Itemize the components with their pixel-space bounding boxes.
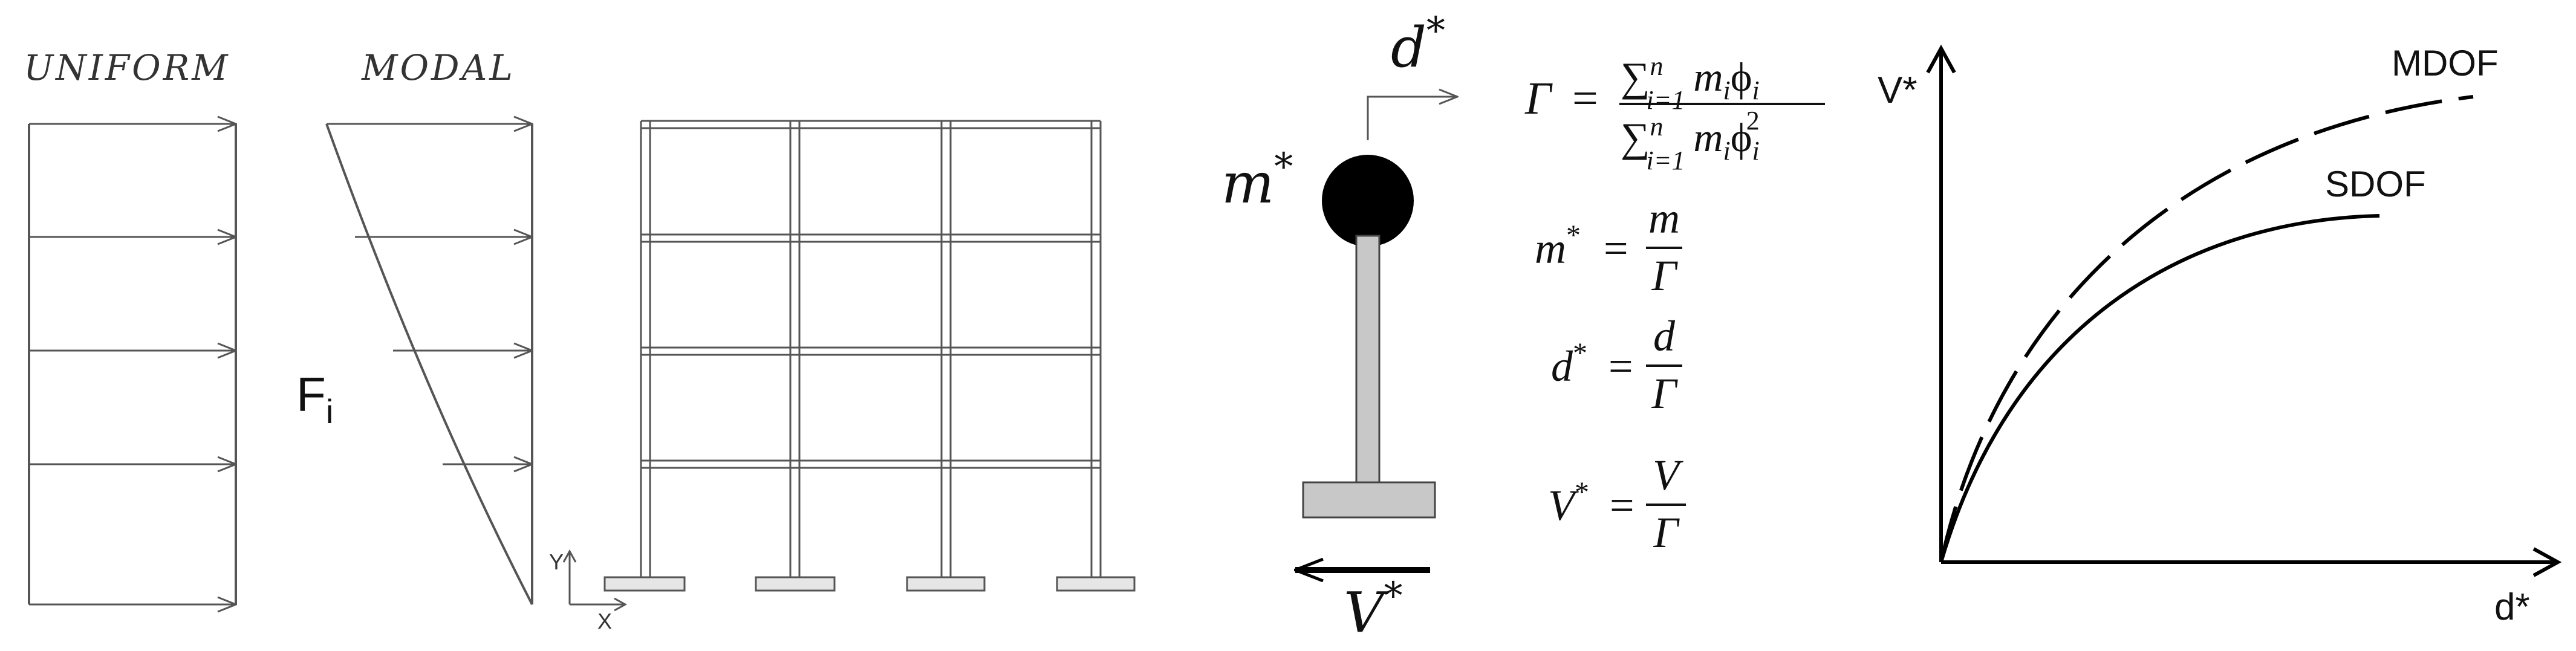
svg-text:V: V bbox=[1653, 451, 1683, 499]
uniform-title: UNIFORM bbox=[24, 47, 230, 88]
svg-text:Γ: Γ bbox=[1653, 508, 1680, 557]
uniform-load-pattern: UNIFORM bbox=[24, 47, 237, 604]
svg-text:m: m bbox=[1648, 194, 1680, 242]
svg-text:m*: m* bbox=[1535, 219, 1581, 273]
frame-beams bbox=[641, 120, 1101, 469]
svg-text:=: = bbox=[1572, 73, 1598, 124]
capacity-curve-plot: V* d* MDOF SDOF bbox=[1878, 43, 2562, 628]
sdof-label: SDOF bbox=[2325, 164, 2426, 204]
svg-text:d: d bbox=[1653, 312, 1676, 360]
modal-shape-curve bbox=[325, 123, 533, 605]
d-star-equation: d* = d Γ bbox=[1551, 312, 1682, 418]
frame-columns bbox=[640, 121, 1102, 577]
axis-x-label: X bbox=[597, 609, 612, 633]
x-axis-label: d* bbox=[2494, 586, 2530, 628]
displacement-label: d* bbox=[1391, 8, 1445, 80]
y-axis-arrowhead bbox=[1926, 44, 1956, 74]
base-shear-label: V* bbox=[1344, 574, 1402, 645]
axis-y-label: Y bbox=[549, 549, 564, 574]
building-frame bbox=[603, 120, 1136, 592]
v-star-equation: V* = V Γ bbox=[1548, 451, 1686, 557]
m-star-equation: m* = m Γ bbox=[1535, 194, 1682, 300]
y-axis-label: V* bbox=[1878, 70, 1917, 111]
svg-text:=: = bbox=[1610, 481, 1634, 530]
svg-text:d*: d* bbox=[1551, 337, 1587, 390]
svg-text:Γ: Γ bbox=[1524, 73, 1553, 124]
svg-text:Γ: Γ bbox=[1651, 369, 1679, 418]
mdof-curve bbox=[1939, 95, 2474, 563]
sdof-curve bbox=[1939, 214, 2380, 563]
svg-text:=: = bbox=[1608, 342, 1633, 390]
modal-title: MODAL bbox=[361, 47, 515, 88]
x-axis-arrowhead bbox=[2532, 547, 2562, 577]
sdof-oscillator: d* m* V* bbox=[1221, 8, 1457, 645]
displacement-arrow bbox=[1367, 97, 1457, 140]
lumped-mass bbox=[1322, 155, 1414, 247]
sdof-base bbox=[1302, 481, 1436, 519]
sdof-column bbox=[1355, 235, 1381, 484]
svg-text:V*: V* bbox=[1548, 476, 1589, 530]
svg-text:Γ: Γ bbox=[1651, 251, 1679, 300]
modal-load-pattern: MODAL Fi bbox=[296, 47, 533, 605]
mass-label: m* bbox=[1221, 144, 1293, 216]
frame-footings bbox=[603, 576, 1136, 592]
mdof-label: MDOF bbox=[2392, 43, 2499, 83]
frame-axis-triad: Y X bbox=[549, 549, 628, 633]
force-label: Fi bbox=[296, 368, 333, 430]
svg-text:=: = bbox=[1604, 224, 1628, 273]
